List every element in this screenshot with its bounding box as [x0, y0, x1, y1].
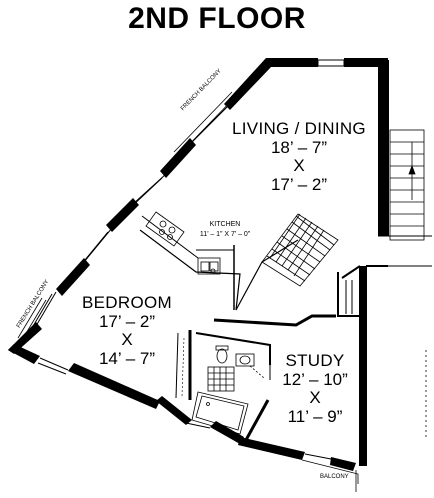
room-living-dining: LIVING / DINING 18’ – 7” X 17’ – 2” [226, 119, 372, 195]
interior-stairs [261, 213, 339, 287]
windows [31, 59, 345, 460]
room-name: KITCHEN [209, 221, 241, 228]
balcony [301, 350, 427, 492]
room-kitchen: KITCHEN 11’ – 1” X 7’ – 0” [190, 220, 260, 240]
balcony-label: BALCONY [320, 474, 349, 480]
kitchen-fixtures [145, 211, 221, 275]
room-name: BEDROOM [82, 293, 172, 312]
room-dimension-1: 17’ – 2” [98, 311, 156, 331]
room-name: LIVING / DINING [232, 119, 366, 138]
room-dimension-1: 12’ – 10” [282, 369, 348, 389]
floor-title: 2ND FLOOR [128, 2, 306, 35]
exterior-stairs [366, 129, 432, 267]
room-dimension-x: X [293, 156, 305, 176]
french-balcony-railings [17, 91, 237, 341]
room-dimension-x: X [121, 330, 133, 350]
room-dimension-2: 11’ – 9” [287, 407, 343, 427]
room-dimension-2: 14’ – 7” [98, 349, 156, 369]
bedroom-closet [181, 337, 185, 397]
room-dimension-x: X [309, 388, 321, 408]
exterior-walls [8, 58, 389, 471]
room-dimension: 11’ – 1” X 7’ – 0” [199, 230, 251, 238]
bathroom-fixtures [191, 345, 265, 435]
room-study: STUDY 12’ – 10” X 11’ – 9” [266, 351, 364, 427]
room-name: STUDY [285, 351, 345, 370]
interior-walls [139, 215, 361, 441]
room-dimension-1: 18’ – 7” [270, 137, 328, 157]
room-dimension-2: 17’ – 2” [270, 175, 328, 195]
room-bedroom: BEDROOM 17’ – 2” X 14’ – 7” [72, 293, 182, 369]
